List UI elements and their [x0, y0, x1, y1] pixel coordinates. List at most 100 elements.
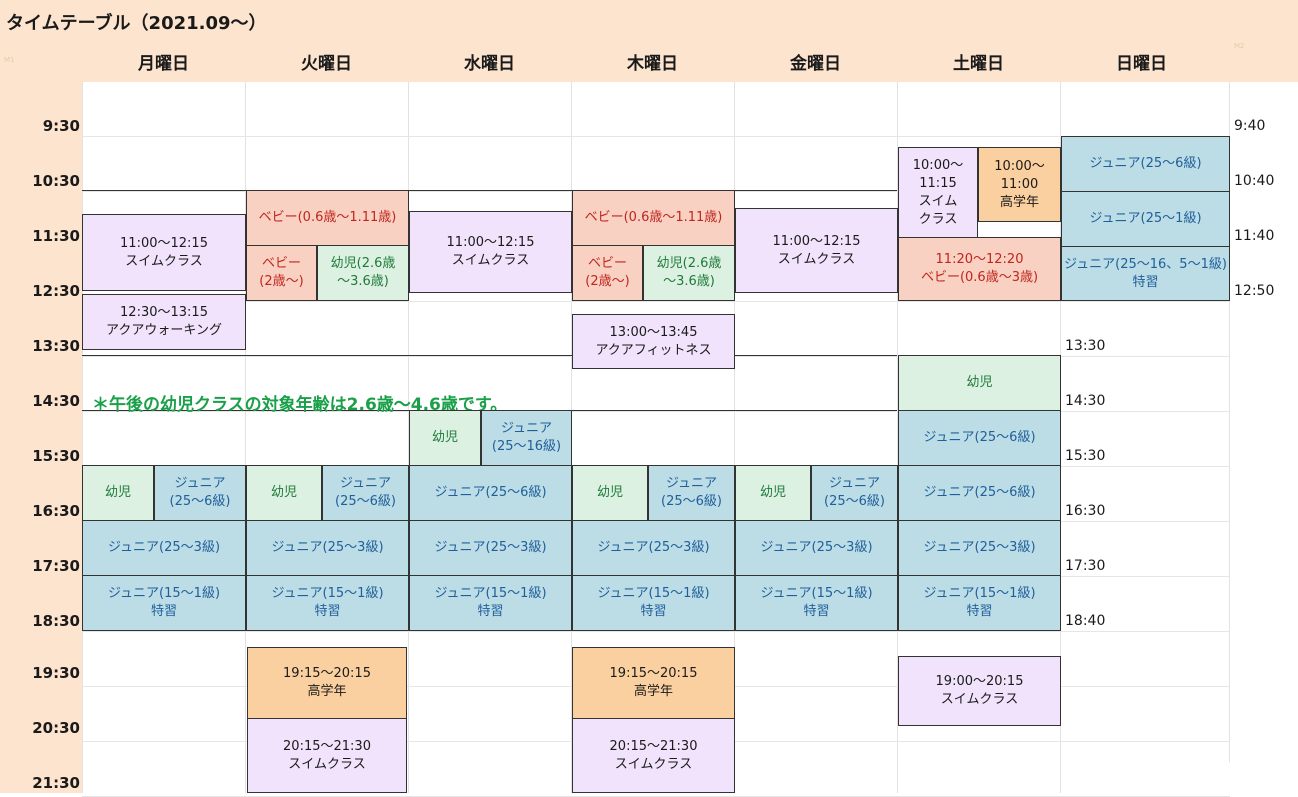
class-block-line: 12:30～13:15: [120, 305, 208, 320]
class-block-fri-jr1: ジュニア(15～1級) 特習: [735, 575, 898, 631]
class-block-wed-jr6: ジュニア(25～6級): [409, 465, 572, 521]
time-label: 10:30: [32, 172, 80, 190]
class-block-mon-jr6: ジュニア(25～6級): [154, 465, 246, 521]
class-block-line: 幼児: [596, 485, 623, 500]
class-block-line: ジュニア(15～1級): [271, 586, 384, 601]
right-time-label: 14:30: [1065, 393, 1106, 409]
right-time-label: 10:40: [1234, 173, 1275, 189]
class-block-line: 幼児(2.6歳: [656, 256, 722, 271]
class-block-line: スイムクラス: [451, 253, 530, 268]
class-block-thu-baby2: ベビー (2歳～): [572, 245, 643, 301]
class-block-line: 高学年: [633, 684, 673, 699]
grid-row-line: [82, 301, 1230, 302]
grid-column-line: [734, 82, 735, 793]
class-block-line: (25～6級): [169, 494, 231, 509]
class-block-line: 11:00～12:15: [772, 233, 861, 249]
class-block-line: スイム: [918, 194, 958, 209]
class-block-line: 特習: [803, 604, 830, 619]
class-block-line: ベビー: [587, 256, 627, 271]
class-block-tue-baby2: ベビー(2歳～): [246, 245, 317, 301]
grid-column-line: [82, 82, 83, 793]
class-block-line: ジュニア(15～1級): [760, 586, 873, 601]
class-block-line: 特習: [314, 604, 341, 619]
class-block-wed-jr3: ジュニア(25～3級): [409, 520, 572, 576]
class-block-line: 高学年: [999, 194, 1039, 210]
class-block-line: (25～16級): [491, 439, 562, 454]
class-block-line: ジュニア(15～1級): [923, 586, 1036, 601]
time-label: 17:30: [32, 557, 80, 575]
right-time-label: 15:30: [1065, 448, 1106, 464]
day-header-thu: 木曜日: [627, 54, 678, 74]
class-block-line: スイムクラス: [940, 692, 1019, 707]
class-block-line: 10:00～: [912, 158, 964, 173]
day-header-fri: 金曜日: [790, 54, 841, 74]
note-kids-age: ＊午後の幼児クラスの対象年齢は2.6歳～4.6歳です。: [92, 395, 508, 415]
class-block-line: ジュニア(25～1級): [1089, 211, 1202, 226]
class-block-thu-jr3: ジュニア(25～3級): [572, 520, 735, 576]
grid-row-line: [82, 411, 1230, 412]
time-label: 16:30: [32, 502, 80, 520]
class-block-sun-jr1: ジュニア(25～1級): [1061, 191, 1230, 247]
time-label: 12:30: [32, 282, 80, 300]
class-block-line: 幼児: [966, 375, 993, 390]
class-block-line: ジュニア: [500, 421, 553, 436]
class-block-line: アクアウォーキング: [106, 323, 222, 338]
class-block-line: スイムクラス: [777, 251, 856, 267]
class-block-line: (2歳～): [259, 274, 304, 289]
class-block-line: ジュニア(25～3級): [434, 540, 547, 555]
class-block-line: 13:00～13:45: [609, 324, 698, 340]
class-block-sat-jr6b: ジュニア(25～6級): [898, 465, 1061, 521]
right-time-label: 12:50: [1234, 283, 1275, 299]
right-time-label: 16:30: [1065, 503, 1106, 519]
class-block-line: ジュニア(25～6級): [923, 485, 1036, 500]
page-title: タイムテーブル（2021.09～）: [6, 13, 267, 34]
class-block-line: 特習: [150, 604, 177, 619]
class-block-line: 20:15～21:30: [609, 738, 698, 754]
day-header-mon: 月曜日: [138, 54, 189, 74]
class-block-line: ベビー(0.6歳～1.11歳): [258, 210, 397, 225]
class-block-line: (2歳～): [585, 274, 630, 289]
class-block-wed-jr1: ジュニア(15～1級)特習: [409, 575, 572, 631]
class-block-line: クラス: [918, 212, 958, 227]
cell-marker: M1: [4, 56, 15, 64]
time-label: 9:30: [42, 117, 80, 135]
schedule-divider: [82, 190, 897, 191]
class-block-fri-kid: 幼児: [735, 465, 811, 521]
time-label: 21:30: [32, 774, 80, 792]
time-column-band: [0, 0, 82, 793]
class-block-line: 11:00～12:15: [120, 235, 208, 251]
time-label: 19:30: [32, 664, 80, 682]
class-block-line: ジュニア: [828, 476, 881, 491]
class-block-line: ジュニア: [339, 476, 392, 491]
class-block-line: 11:15: [919, 176, 957, 191]
class-block-line: ジュニア(25～6級): [1089, 156, 1202, 171]
class-block-sat-jr3: ジュニア(25～3級): [898, 520, 1061, 576]
class-block-line: スイムクラス: [125, 253, 203, 269]
class-block-tue-kid2: 幼児(2.6歳～3.6歳): [317, 245, 409, 301]
class-block-mon-jr3: ジュニア(25～3級): [82, 520, 246, 576]
class-block-line: 特習: [1132, 274, 1159, 290]
time-label: 18:30: [32, 612, 80, 630]
class-block-line: 幼児: [270, 485, 297, 500]
class-block-line: ベビー(0.6歳～3歳): [920, 270, 1039, 285]
class-block-tue-jr1: ジュニア(15～1級) 特習: [246, 575, 409, 631]
class-block-mon-jr1: ジュニア(15～1級) 特習: [82, 575, 246, 631]
grid-column-line: [897, 82, 898, 793]
class-block-line: 20:15～21:30: [283, 738, 371, 754]
class-block-line: 19:15～20:15: [283, 666, 371, 681]
class-block-line: ジュニア(25～3級): [760, 540, 873, 555]
class-block-line: 11:20～12:20: [935, 252, 1024, 267]
day-header-sun: 日曜日: [1116, 54, 1167, 74]
class-block-wed-kid: 幼児: [409, 410, 481, 466]
class-block-line: (25～6級): [824, 494, 885, 509]
class-block-fri-jr6: ジュニア (25～6級): [811, 465, 898, 521]
class-block-line: 特習: [966, 604, 993, 619]
class-block-line: ジュニア(15～1級): [434, 586, 547, 601]
class-block-line: ジュニア(25～6級): [923, 430, 1036, 445]
class-block-line: ジュニア(15～1級): [107, 586, 221, 601]
class-block-line: (25～6級): [661, 494, 722, 509]
